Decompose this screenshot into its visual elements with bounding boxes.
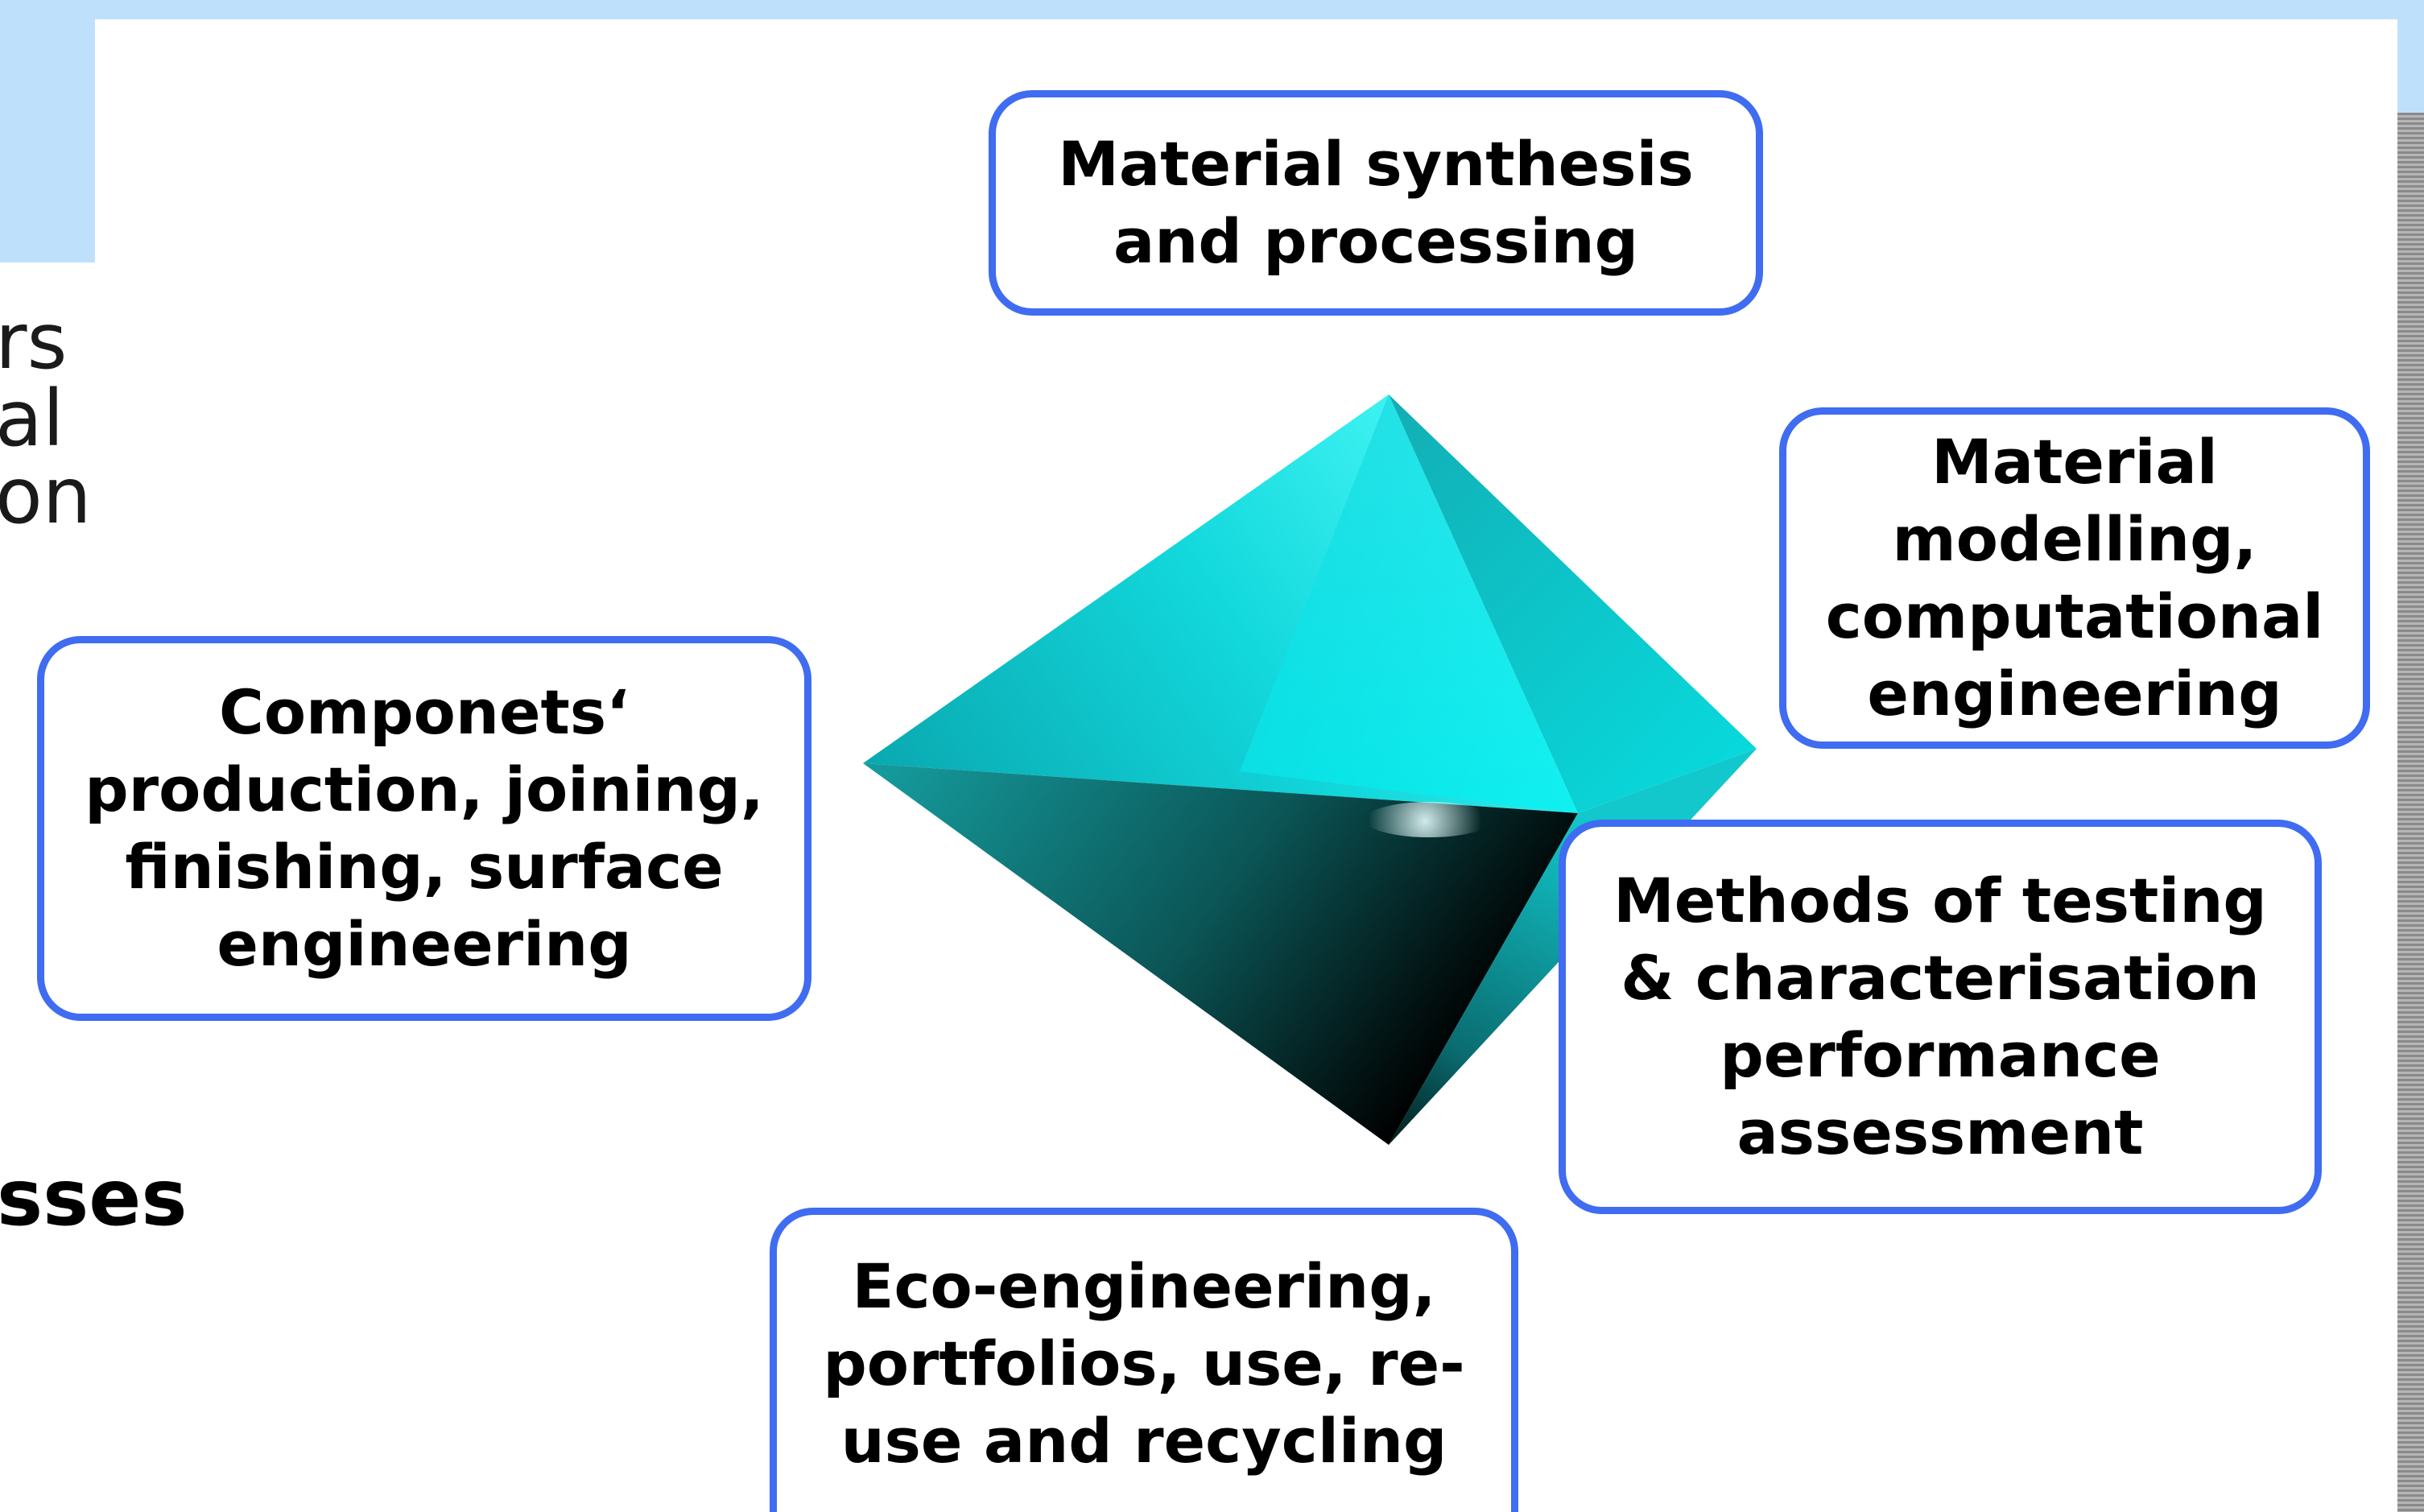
- box-methods-testing: Methods of testing & characterisation pe…: [1559, 820, 2322, 1214]
- box-modelling-line-2: modelling,: [1892, 503, 2257, 575]
- box-synthesis-line-2: and processing: [1113, 205, 1638, 277]
- box-modelling-line-3: computational: [1825, 580, 2324, 652]
- octahedron-face-top-right: [1389, 395, 1757, 813]
- box-synthesis-line-1: Material synthesis: [1058, 128, 1694, 200]
- box-eco-line-2: portfolios, use, re-: [823, 1327, 1465, 1399]
- right-edge-light: [2397, 0, 2424, 113]
- box-components-line-1: Componets‘: [219, 676, 630, 748]
- box-testing-line-3: performance: [1720, 1019, 2161, 1091]
- scrollbar-track[interactable]: [2397, 113, 2424, 1512]
- text-fragment-2: al: [0, 374, 64, 464]
- box-modelling-line-1: Material: [1931, 426, 2218, 498]
- box-testing-line-2: & characterisation: [1621, 942, 2260, 1014]
- box-eco-line-1: Eco-engineering,: [852, 1250, 1436, 1322]
- text-fragment-3: on: [0, 451, 92, 541]
- box-material-synthesis: Material synthesis and processing: [989, 90, 1763, 316]
- box-components-line-4: engineering: [217, 908, 632, 980]
- octahedron-face-top-front: [1240, 395, 1578, 813]
- cut-off-body-text: rs al on: [0, 303, 92, 535]
- box-components-line-3: finishing, surface: [125, 831, 724, 903]
- box-components-production: Componets‘ production, joining, finishin…: [37, 636, 811, 1021]
- box-eco-line-3: use and recycling: [840, 1404, 1447, 1477]
- octahedron-face-bottom-left: [863, 763, 1578, 1145]
- box-testing-line-4: assessment: [1736, 1097, 2144, 1168]
- box-material-modelling: Material modelling, computational engine…: [1779, 407, 2370, 749]
- box-eco-engineering: Eco-engineering, portfolios, use, re- us…: [770, 1208, 1518, 1512]
- header-band: [0, 0, 2424, 19]
- text-fragment-1: rs: [0, 296, 68, 386]
- box-testing-line-1: Methods of testing: [1613, 865, 2267, 936]
- octahedron-highlight: [1365, 802, 1493, 837]
- box-modelling-line-4: engineering: [1867, 658, 2282, 729]
- box-components-line-2: production, joining,: [85, 754, 764, 825]
- cut-off-bold-text: sses: [0, 1153, 188, 1243]
- title-placeholder-block: [0, 0, 95, 262]
